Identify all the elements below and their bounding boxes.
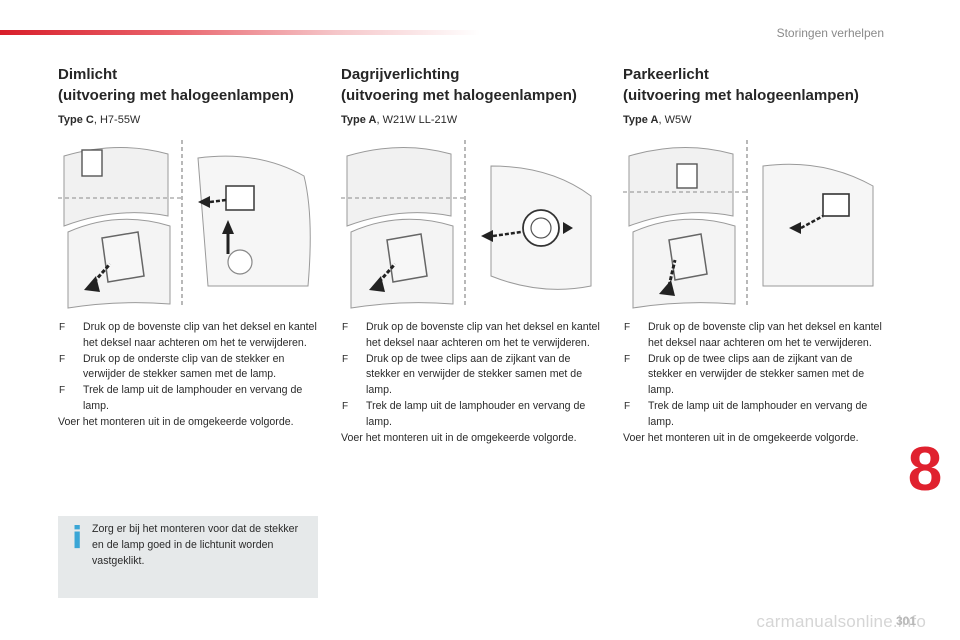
header-accent-bar (0, 30, 480, 35)
instruction-step: F Trek de lamp uit de lamphouder en verva… (623, 399, 885, 431)
instruction-list: F Druk op de bovenste clip van het deksel… (341, 320, 603, 446)
closing-note: Voer het monteren uit in de omgekeerde v… (58, 415, 320, 431)
instruction-list: F Druk op de bovenste clip van het deksel… (623, 320, 885, 446)
instruction-step: F Druk op de twee clips aan de zijkant va… (341, 352, 603, 399)
section-title: Parkeerlicht (uitvoering met halogeenlam… (623, 66, 859, 104)
closing-note: Voer het monteren uit in de omgekeerde v… (341, 431, 603, 447)
headlamp-drawing (58, 136, 316, 312)
step-text: Druk op de bovenste clip van het deksel … (366, 321, 600, 349)
instruction-step: F Trek de lamp uit de lamphouder en verva… (58, 383, 320, 415)
illustration-parking-light (623, 136, 881, 312)
bullet-glyph: F (624, 353, 631, 365)
section-daytime-running-lights: Dagrijverlichting (uitvoering met haloge… (341, 64, 603, 444)
illustration-daytime-lights (341, 136, 599, 312)
illustration-low-beam (58, 136, 316, 312)
bulb-type: Type A, W21W LL-21W (341, 114, 603, 126)
section-title: Dagrijverlichting (uitvoering met haloge… (341, 66, 577, 104)
bulb-type-value: , W21W LL-21W (376, 114, 458, 126)
headlamp-drawing (341, 136, 599, 312)
step-text: Druk op de twee clips aan de zijkant van… (366, 352, 583, 397)
step-text: Trek de lamp uit de lamphouder en vervan… (648, 399, 868, 428)
instruction-list: F Druk op de bovenste clip van het deksel… (58, 320, 320, 431)
watermark: carmanualsonline.info (756, 612, 926, 631)
bulb-type: Type C, H7-55W (58, 114, 320, 126)
bullet-glyph: F (342, 322, 349, 333)
bulb-type-label: Type A (623, 114, 659, 126)
bullet-glyph: F (59, 385, 66, 397)
headlamp-drawing (623, 136, 881, 312)
bulb-type-label: Type A (341, 114, 377, 126)
closing-text: Voer het monteren uit in de omgekeerde v… (623, 431, 859, 444)
closing-text: Voer het monteren uit in de omgekeerde v… (58, 415, 294, 428)
info-note-text: Zorg er bij het monteren voor dat de ste… (92, 523, 299, 567)
instruction-step: F Trek de lamp uit de lamphouder en verva… (341, 399, 603, 431)
step-text: Trek de lamp uit de lamphouder en vervan… (83, 384, 303, 412)
step-text: Trek de lamp uit de lamphouder en vervan… (366, 399, 586, 428)
page-number: 301 (895, 614, 916, 628)
instruction-step: F Druk op de bovenste clip van het deksel… (623, 320, 885, 352)
step-text: Druk op de bovenste clip van het deksel … (648, 321, 882, 349)
instruction-step: F Druk op de onderste clip van de stekker… (58, 352, 320, 384)
section-parking-light: Parkeerlicht (uitvoering met halogeenlam… (623, 64, 885, 444)
bulb-type-value: , W5W (658, 114, 692, 126)
chapter-header-title: Storingen verhelpen (776, 26, 884, 40)
info-icon: i (72, 521, 83, 556)
step-text: Druk op de bovenste clip van het deksel … (83, 321, 317, 349)
bullet-glyph: F (342, 400, 349, 412)
section-low-beam: Dimlicht (uitvoering met halogeenlampen)… (58, 64, 320, 428)
closing-text: Voer het monteren uit in de omgekeerde v… (341, 431, 577, 444)
instruction-step: F Druk op de twee clips aan de zijkant va… (623, 352, 885, 399)
bullet-glyph: F (59, 353, 66, 365)
closing-note: Voer het monteren uit in de omgekeerde v… (623, 431, 885, 447)
step-text: Druk op de onderste clip van de stekker … (83, 352, 285, 381)
chapter-number: 8 (907, 435, 943, 504)
instruction-step: F Druk op de bovenste clip van het deksel… (58, 320, 320, 352)
bullet-glyph: F (342, 353, 349, 365)
instruction-step: F Druk op de bovenste clip van het deksel… (341, 320, 603, 352)
bulb-type-value: , H7-55W (93, 114, 141, 126)
bullet-glyph: F (624, 322, 631, 333)
bullet-glyph: F (59, 322, 66, 333)
step-text: Druk op de twee clips aan de zijkant van… (648, 352, 865, 397)
info-note: i Zorg er bij het monteren voor dat de s… (58, 516, 318, 598)
bullet-glyph: F (624, 400, 631, 412)
bulb-type: Type A, W5W (623, 114, 885, 126)
section-title: Dimlicht (uitvoering met halogeenlampen) (58, 66, 294, 104)
bulb-type-label: Type C (58, 114, 94, 126)
